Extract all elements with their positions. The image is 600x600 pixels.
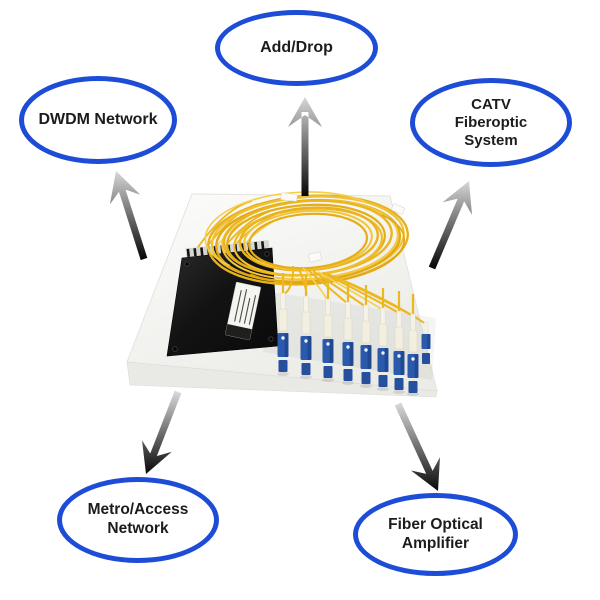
lc-connector	[421, 321, 431, 364]
node-catv-fiberoptic-system-label: CATV Fiberoptic System	[454, 95, 528, 149]
arrow-fiber-amplifier	[394, 402, 440, 491]
node-fiber-optical-amplifier-label: Fiber Optical Amplifier	[388, 515, 483, 552]
cable-tie	[391, 203, 405, 215]
arrow-add-drop	[288, 97, 322, 196]
arrows	[109, 97, 472, 491]
lc-connectors	[277, 272, 431, 396]
node-dwdm-network-label: DWDM Network	[38, 111, 158, 129]
module-label	[225, 281, 261, 341]
node-dwdm-network: DWDM Network	[19, 76, 177, 164]
node-add-drop: Add/Drop	[215, 10, 378, 86]
cable-tie	[308, 251, 322, 263]
product-photo	[126, 191, 438, 398]
arrow-metro-network	[142, 390, 182, 474]
node-catv-fiberoptic-system: CATV Fiberoptic System	[410, 78, 572, 167]
arrow-catv-system	[428, 181, 472, 270]
cable-tie	[280, 192, 298, 202]
node-add-drop-label: Add/Drop	[260, 39, 333, 57]
node-metro-access-network-label: Metro/Access Network	[87, 501, 189, 537]
node-metro-access-network: Metro/Access Network	[57, 477, 219, 563]
arrow-dwdm-network	[109, 171, 148, 261]
fiber-coil	[204, 191, 410, 286]
node-fiber-optical-amplifier: Fiber Optical Amplifier	[353, 493, 518, 576]
